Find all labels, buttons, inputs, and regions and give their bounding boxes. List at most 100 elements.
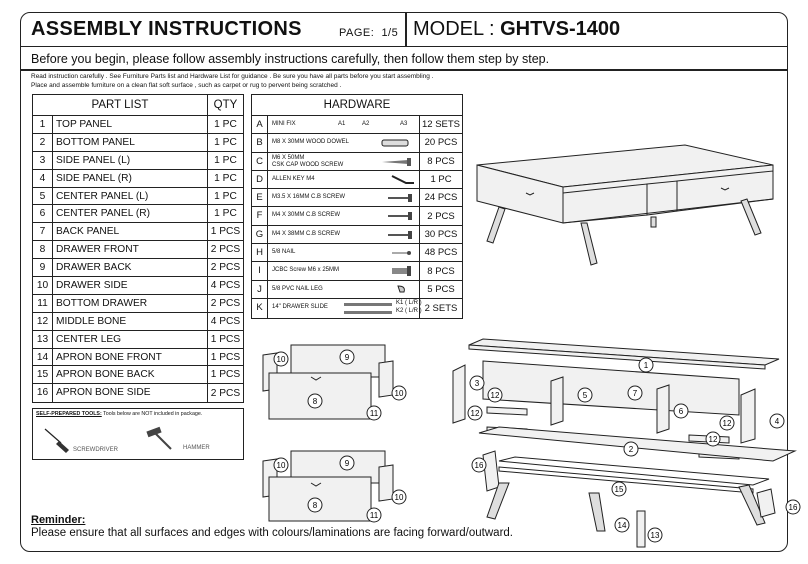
callout: 12 — [467, 405, 483, 421]
svg-text:13: 13 — [651, 531, 660, 540]
note-line: Place and assemble furniture on a clean … — [31, 82, 342, 89]
hardware-desc: M8 X 30MM WOOD DOWEL — [268, 134, 420, 152]
svg-text:14: 14 — [618, 521, 627, 530]
part-name: APRON BONE BACK — [53, 366, 208, 384]
callout: 8 — [307, 393, 323, 409]
part-qty: 1 PC — [214, 172, 237, 184]
callout: 16 — [785, 499, 801, 515]
subheading: Before you begin, please follow assembly… — [31, 52, 550, 66]
svg-text:3: 3 — [475, 379, 480, 388]
tools-box: SELF-PREPARED TOOLS: Tools below are NOT… — [32, 408, 244, 460]
part-number: 14 — [33, 348, 53, 366]
callout: 6 — [673, 403, 689, 419]
callout: 7 — [627, 385, 643, 401]
hardware-letter: J — [252, 280, 268, 298]
svg-text:6: 6 — [679, 407, 684, 416]
part-number: 11 — [33, 294, 53, 312]
page-number: PAGE: 1/5 — [339, 27, 399, 39]
svg-text:1: 1 — [644, 361, 649, 370]
part-number: 9 — [33, 259, 53, 277]
part-number: 4 — [33, 169, 53, 187]
hardware-letter: I — [252, 262, 268, 280]
part-number: 3 — [33, 151, 53, 169]
callout: 9 — [339, 349, 355, 365]
svg-text:5: 5 — [583, 391, 588, 400]
part-number: 2 — [33, 133, 53, 151]
hardware-letter: C — [252, 152, 268, 170]
hardware-desc: 5/8 PVC NAIL LEG — [268, 280, 420, 298]
part-number: 15 — [33, 366, 53, 384]
hardware-letter: G — [252, 225, 268, 244]
hardware-desc: M4 X 38MM C.B SCREW — [268, 225, 420, 244]
svg-text:16: 16 — [789, 503, 798, 512]
part-qty: 1 PC — [214, 118, 237, 130]
part-number: 12 — [33, 312, 53, 330]
note-line: Read instruction carefully . See Furnitu… — [31, 73, 434, 80]
svg-text:2: 2 — [629, 445, 634, 454]
part-qty: 1 PC — [214, 154, 237, 166]
svg-text:7: 7 — [633, 389, 638, 398]
hardware-desc: ALLEN KEY M4 — [268, 170, 420, 189]
callout: 2 — [623, 441, 639, 457]
part-name: APRON BONE FRONT — [53, 348, 208, 366]
callout: 5 — [577, 387, 593, 403]
svg-text:9: 9 — [345, 353, 350, 362]
hardware-letter: K — [252, 298, 268, 318]
part-qty: 2 PCS — [210, 387, 241, 399]
hardware-letter: H — [252, 244, 268, 262]
hardware-qty: 2 PCS — [427, 210, 455, 222]
svg-text:12: 12 — [709, 435, 718, 444]
callout: 12 — [705, 431, 721, 447]
part-number: 5 — [33, 187, 53, 205]
part-qty: 1 PCS — [210, 351, 241, 363]
callout: 13 — [647, 527, 663, 543]
svg-text:9: 9 — [345, 459, 350, 468]
svg-text:8: 8 — [313, 501, 318, 510]
callout: 3 — [469, 375, 485, 391]
part-name: BOTTOM DRAWER — [53, 294, 208, 312]
hardware-qty: 48 PCS — [424, 247, 458, 259]
hardware-qty: 1 PC — [430, 174, 452, 186]
callout: 11 — [366, 405, 382, 421]
part-qty: 1 PC — [214, 208, 237, 220]
reminder-title: Reminder: — [31, 514, 86, 526]
divider — [21, 69, 787, 71]
callout: 16 — [471, 457, 487, 473]
part-number: 1 — [33, 116, 53, 133]
callout: 15 — [611, 481, 627, 497]
part-qty: 2 PCS — [210, 244, 241, 256]
hardware-qty: 2 SETS — [424, 302, 458, 314]
svg-text:8: 8 — [313, 397, 318, 406]
part-qty: 1 PC — [214, 190, 237, 202]
callout: 4 — [769, 413, 785, 429]
tv-stand-illustration — [476, 144, 774, 266]
part-name: SIDE PANEL (R) — [53, 169, 208, 187]
part-number: 10 — [33, 277, 53, 294]
hardware-desc: M3.5 X 16MM C.B SCREW — [268, 189, 420, 207]
part-qty: 1 PCS — [210, 333, 241, 345]
header-divider — [405, 13, 407, 47]
part-name: MIDDLE BONE — [53, 312, 208, 330]
hammer-label: HAMMER — [183, 445, 210, 451]
part-name: BACK PANEL — [53, 223, 208, 241]
callout: 12 — [487, 387, 503, 403]
callout: 10 — [273, 457, 289, 473]
part-name: DRAWER BACK — [53, 259, 208, 277]
